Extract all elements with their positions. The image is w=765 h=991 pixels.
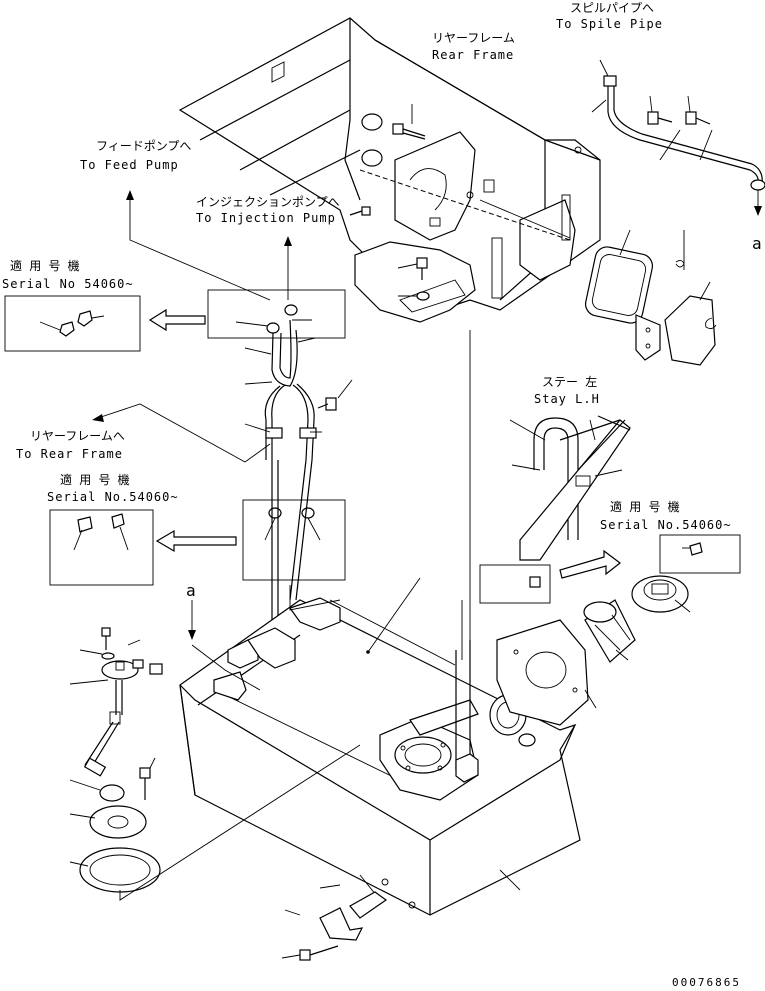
serial-top-label-jp: 適 用 号 機 (10, 258, 80, 273)
ref-a-label-left: a (186, 581, 197, 600)
rear-frame-label-jp: リヤーフレーム (432, 31, 515, 45)
serial-top-label-en: Serial No 54060~ (2, 277, 134, 291)
tank-cap-icon (631, 575, 691, 613)
leader-lines (92, 190, 762, 640)
clamp-icon (242, 459, 346, 620)
fuel-tank-icon (179, 577, 581, 916)
stay-label-en: Stay L.H (534, 392, 600, 406)
feed-pump-label-en: To Feed Pump (80, 158, 179, 172)
serial-right-label-jp: 適 用 号 機 (610, 499, 680, 514)
feed-pump-label-jp: フィードポンプへ (96, 139, 191, 153)
serial-box-top (4, 295, 141, 352)
guide-lines (191, 330, 471, 691)
spill-pipe-label-en: To Spile Pipe (556, 17, 663, 31)
stay-icon (479, 415, 631, 604)
drawing-number: 00076865 (672, 976, 741, 989)
fuel-hose-icon (591, 59, 765, 191)
bolt-icon (349, 104, 430, 301)
injection-pump-label-jp: インジェクションポンプへ (196, 195, 340, 209)
serial-box-mid (49, 509, 154, 586)
rear-frame-label-en: Rear Frame (432, 48, 514, 62)
inspection-cover-icon (584, 229, 717, 366)
injection-pump-label-en: To Injection Pump (196, 211, 336, 225)
spill-pipe-label-jp: スピルパイプへ (570, 1, 654, 15)
serial-mid-label-en: Serial No.54060~ (47, 490, 179, 504)
stay-label-jp: ステー 左 (542, 374, 597, 389)
rear-frame-icon (178, 17, 601, 323)
clamp-icon (281, 878, 416, 961)
serial-box-right (659, 534, 741, 574)
serial-right-label-en: Serial No.54060~ (600, 518, 732, 532)
strainer-icon (496, 599, 636, 726)
fuel-gauge-sender-icon (69, 627, 361, 901)
to-rear-frame-label-en: To Rear Frame (16, 447, 123, 461)
arrow-icon (148, 308, 621, 579)
to-rear-frame-label-jp: リヤーフレームへ (30, 429, 125, 443)
ref-a-label-right: a (752, 234, 763, 253)
serial-mid-label-jp: 適 用 号 機 (60, 472, 130, 487)
fuel-hose-icon (207, 289, 353, 461)
